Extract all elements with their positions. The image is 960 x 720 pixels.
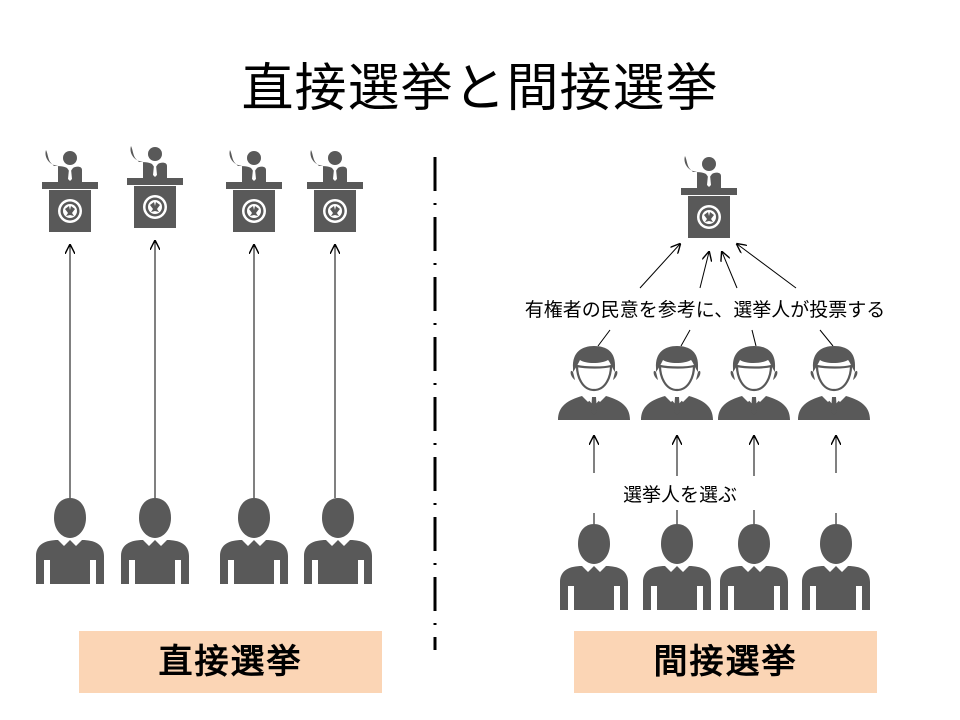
elector-businessman-icon	[639, 344, 715, 422]
elector-businessman-icon	[796, 344, 872, 422]
elector-businessman-icon	[716, 344, 792, 422]
page-title: 直接選挙と間接選挙	[241, 59, 719, 119]
elector-connector	[680, 329, 691, 347]
voter-person-icon	[304, 498, 372, 584]
elector-businessman-icon	[556, 344, 632, 422]
voter-person-icon	[121, 498, 189, 584]
voter-person-icon	[802, 524, 870, 610]
speaker-at-podium-icon	[127, 146, 183, 228]
elector-connector	[819, 329, 834, 347]
voter-person-icon	[220, 498, 288, 584]
elector-connector	[597, 329, 611, 347]
choose-elector-caption: 選挙人を選ぶ	[560, 483, 800, 507]
direct-election-section	[36, 146, 372, 584]
direct-election-label: 直接選挙	[79, 631, 382, 693]
speaker-at-podium-icon	[307, 150, 363, 232]
speaker-at-podium-icon	[226, 150, 282, 232]
elector-vote-arrow	[639, 244, 680, 289]
speaker-at-podium-icon	[42, 150, 98, 232]
indirect-election-section	[556, 156, 872, 610]
elector-vote-caption: 有権者の民意を参考に、選挙人が投票する	[470, 298, 940, 322]
elector-vote-arrow	[722, 252, 738, 289]
voter-person-icon	[720, 524, 788, 610]
indirect-election-label: 間接選挙	[574, 631, 877, 693]
elector-connector	[751, 329, 757, 347]
voter-person-icon	[560, 524, 628, 610]
voter-person-icon	[643, 524, 711, 610]
elector-vote-arrow	[699, 252, 709, 289]
voter-person-icon	[36, 498, 104, 584]
speaker-at-podium-icon	[681, 156, 737, 238]
elector-vote-arrow	[737, 244, 797, 289]
